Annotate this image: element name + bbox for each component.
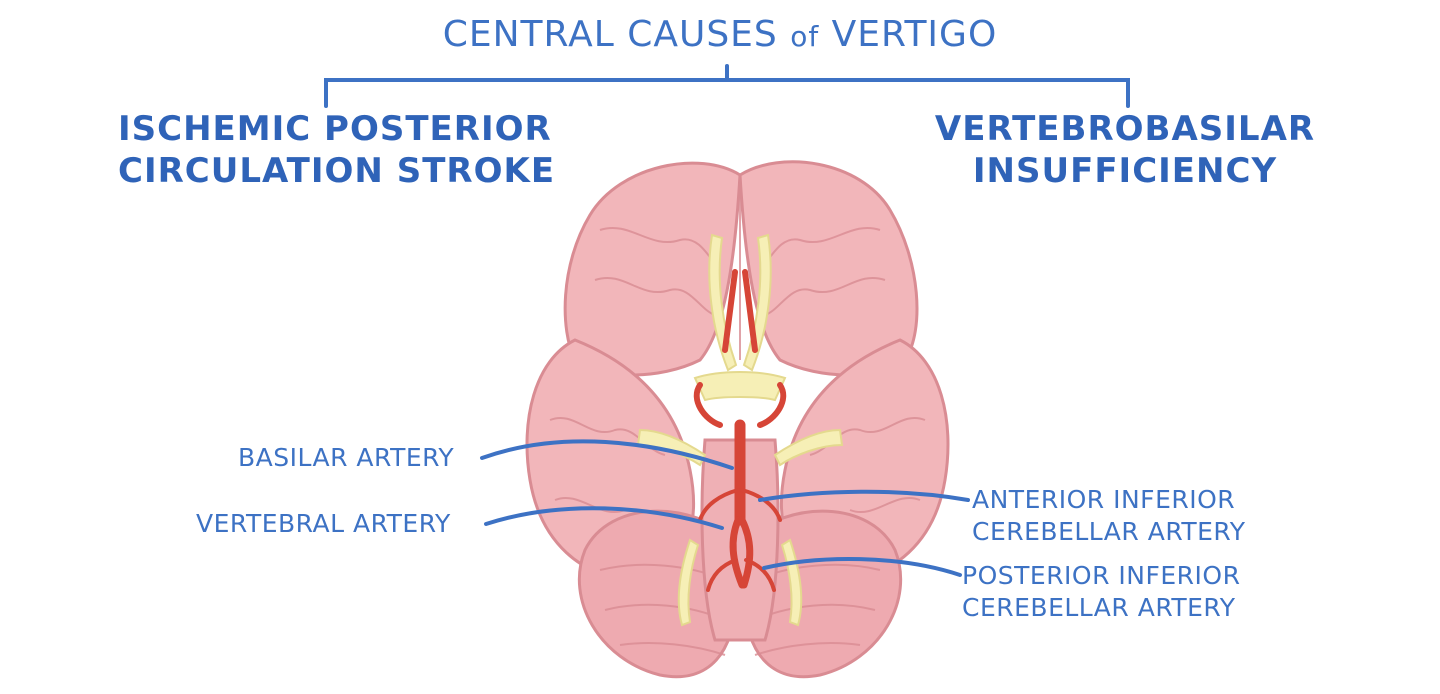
pica-leader [762, 557, 962, 577]
optic-chiasm [693, 371, 787, 402]
cause-right-line2: INSUFFICIENCY [972, 151, 1278, 191]
left-vertebral-artery [729, 516, 746, 589]
diagram-title: CENTRAL CAUSES of VERTIGO [0, 14, 1440, 55]
left-lower-nerves [677, 538, 700, 627]
title-of: of [790, 20, 820, 53]
leader-lines [480, 439, 970, 577]
aica-leader [758, 489, 970, 502]
right-aica-branch [740, 488, 782, 522]
title-end: VERTIGO [831, 14, 998, 55]
title-main: CENTRAL CAUSES [442, 14, 778, 55]
arteries [693, 269, 787, 592]
right-trigeminal-nerve [773, 428, 844, 467]
brainstem [700, 438, 780, 642]
basilar-leader [480, 439, 734, 470]
cranial-nerves [636, 233, 844, 627]
right-vertebral-artery [738, 516, 754, 589]
label-vertebral-artery: VERTEBRAL ARTERY [196, 509, 451, 538]
aica-line1: ANTERIOR INFERIOR [972, 485, 1236, 514]
aica-line2: CEREBELLAR ARTERY [972, 517, 1246, 546]
cause-vertebrobasilar-insufficiency: VERTEBROBASILAR INSUFFICIENCY [930, 108, 1320, 192]
right-olfactory-tract [742, 233, 772, 372]
label-basilar-artery: BASILAR ARTERY [238, 443, 455, 472]
cause-left-line1: ISCHEMIC POSTERIOR [118, 109, 552, 149]
label-anterior-inferior-cerebellar-artery: ANTERIOR INFERIOR CEREBELLAR ARTERY [972, 484, 1245, 548]
pica-line1: POSTERIOR INFERIOR [962, 561, 1241, 590]
label-posterior-inferior-cerebellar-artery: POSTERIOR INFERIOR CEREBELLAR ARTERY [962, 560, 1240, 624]
vertebral-leader [484, 506, 724, 530]
cause-left-line2: CIRCULATION STROKE [118, 151, 556, 191]
pica-line2: CEREBELLAR ARTERY [962, 593, 1236, 622]
cause-ischemic-stroke: ISCHEMIC POSTERIOR CIRCULATION STROKE [118, 108, 556, 192]
right-pica-branch [744, 558, 776, 592]
title-bracket [324, 64, 1130, 108]
left-aica-branch [698, 488, 740, 522]
cause-right-line1: VERTEBROBASILAR [934, 109, 1316, 149]
left-olfactory-tract [708, 233, 738, 372]
circle-of-willis [693, 269, 787, 428]
left-pica-branch [706, 558, 738, 592]
